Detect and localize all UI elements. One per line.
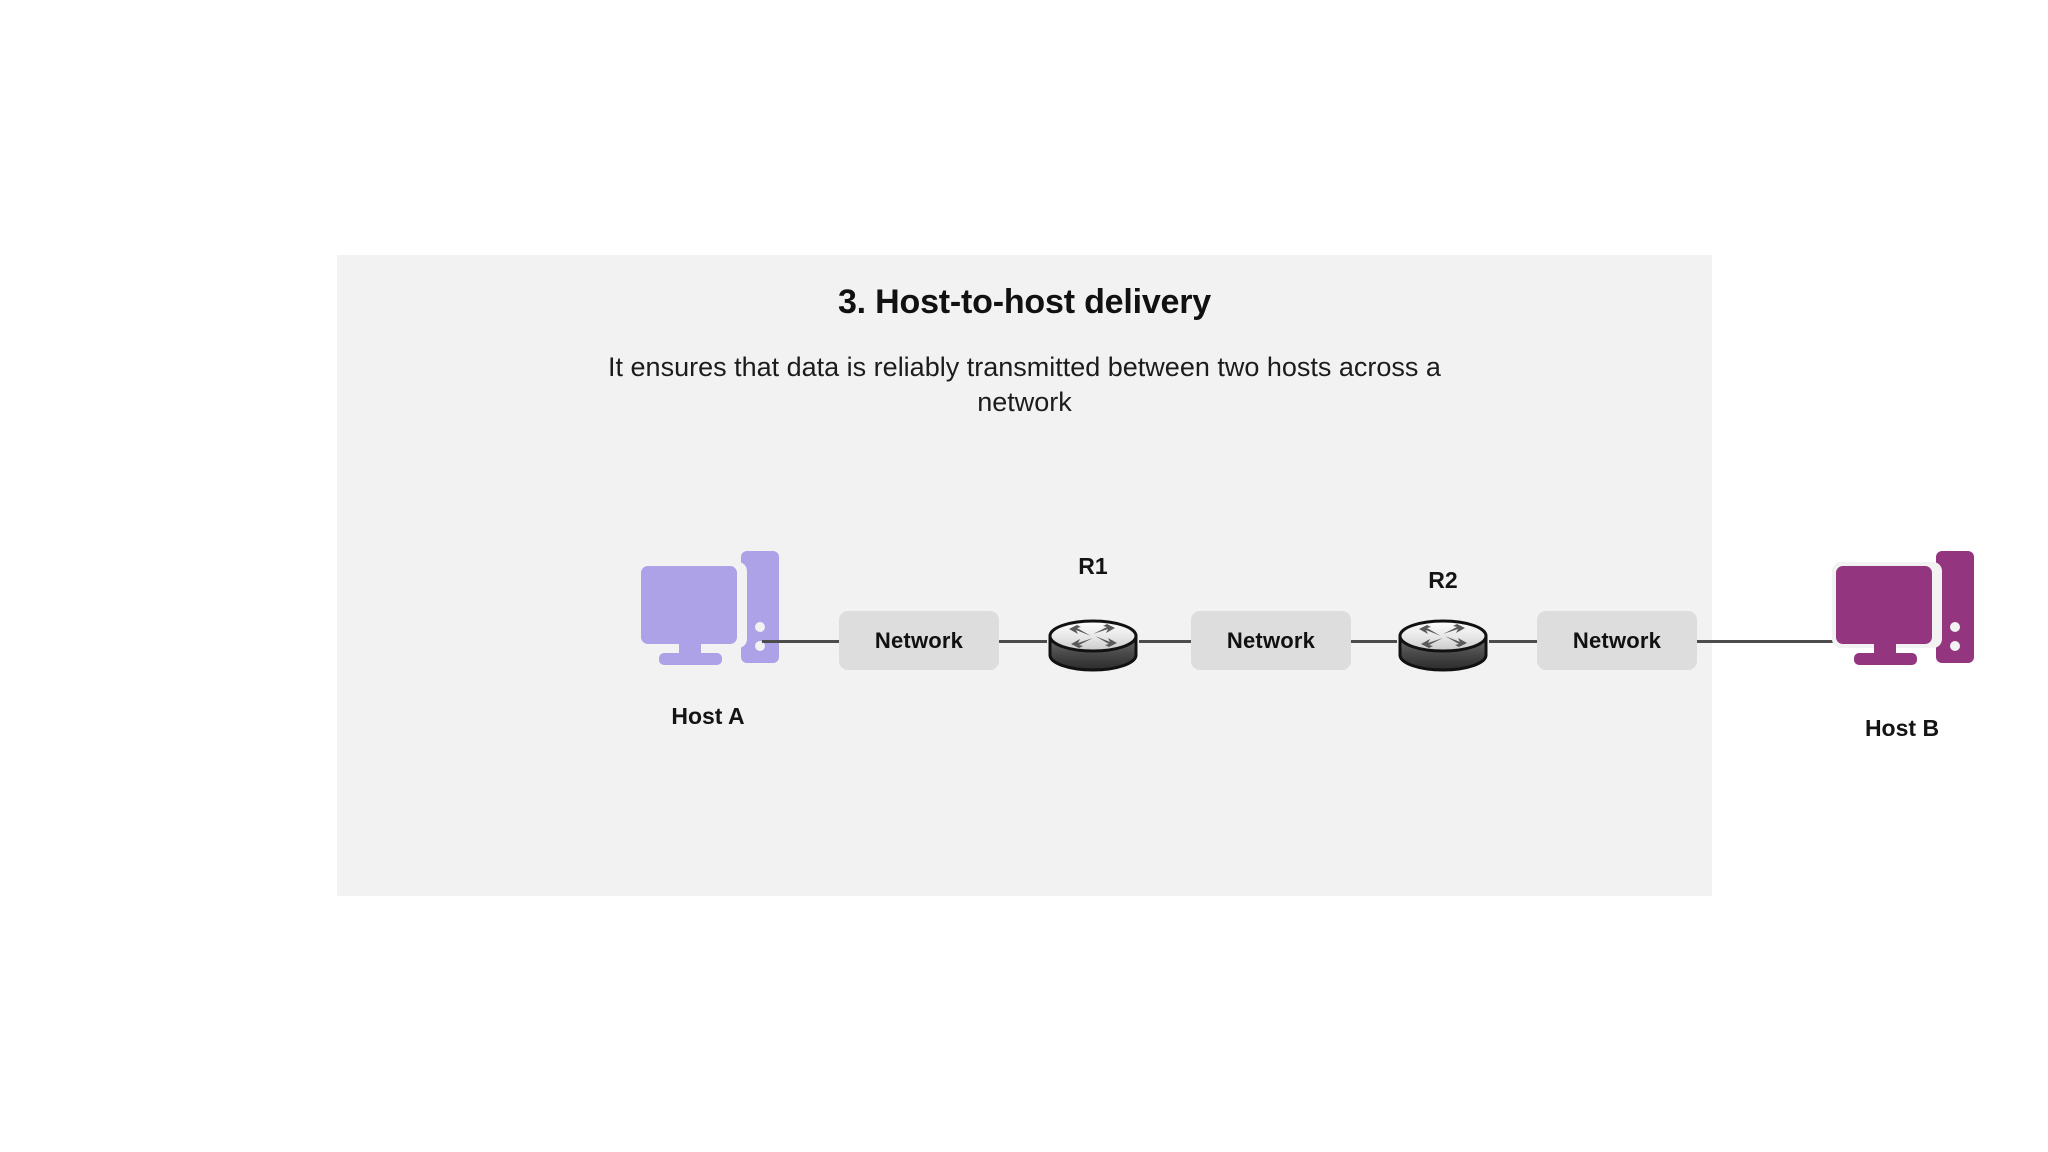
link-r1-to-network-2 [1139, 640, 1191, 643]
page-title: 3. Host-to-host delivery [837, 283, 1212, 321]
router-icon [1048, 619, 1138, 672]
link-network-1-to-r1 [999, 640, 1047, 643]
router-icon [1398, 619, 1488, 672]
host-b-label: Host B [1864, 715, 1940, 741]
network-topology: Host A Network R1 [337, 255, 1974, 896]
page-subtitle: It ensures that data is reliably transmi… [608, 352, 1441, 417]
network-box-2: Network [1191, 611, 1351, 670]
link-r2-to-network-3 [1489, 640, 1537, 643]
host-a-label: Host A [671, 703, 745, 729]
diagram-panel: 3. Host-to-host delivery It ensures that… [337, 255, 1974, 896]
network-box-1: Network [839, 611, 999, 670]
network-box-3: Network [1537, 611, 1697, 670]
desktop-computer-icon [637, 551, 779, 665]
link-host-a-to-network-1 [762, 640, 839, 643]
link-network-3-to-host-b [1697, 640, 1837, 643]
host-b-node [1832, 547, 1978, 672]
host-a-node [637, 547, 783, 672]
router-r1-label: R1 [1078, 553, 1108, 579]
network-box-1-label: Network [874, 627, 964, 653]
network-box-2-label: Network [1226, 627, 1316, 653]
link-network-2-to-r2 [1351, 640, 1397, 643]
network-box-3-label: Network [1572, 627, 1662, 653]
router-r1-node [1047, 615, 1139, 677]
router-r2-node [1397, 615, 1489, 677]
desktop-computer-icon [1832, 551, 1974, 665]
router-r2-label: R2 [1428, 567, 1458, 593]
